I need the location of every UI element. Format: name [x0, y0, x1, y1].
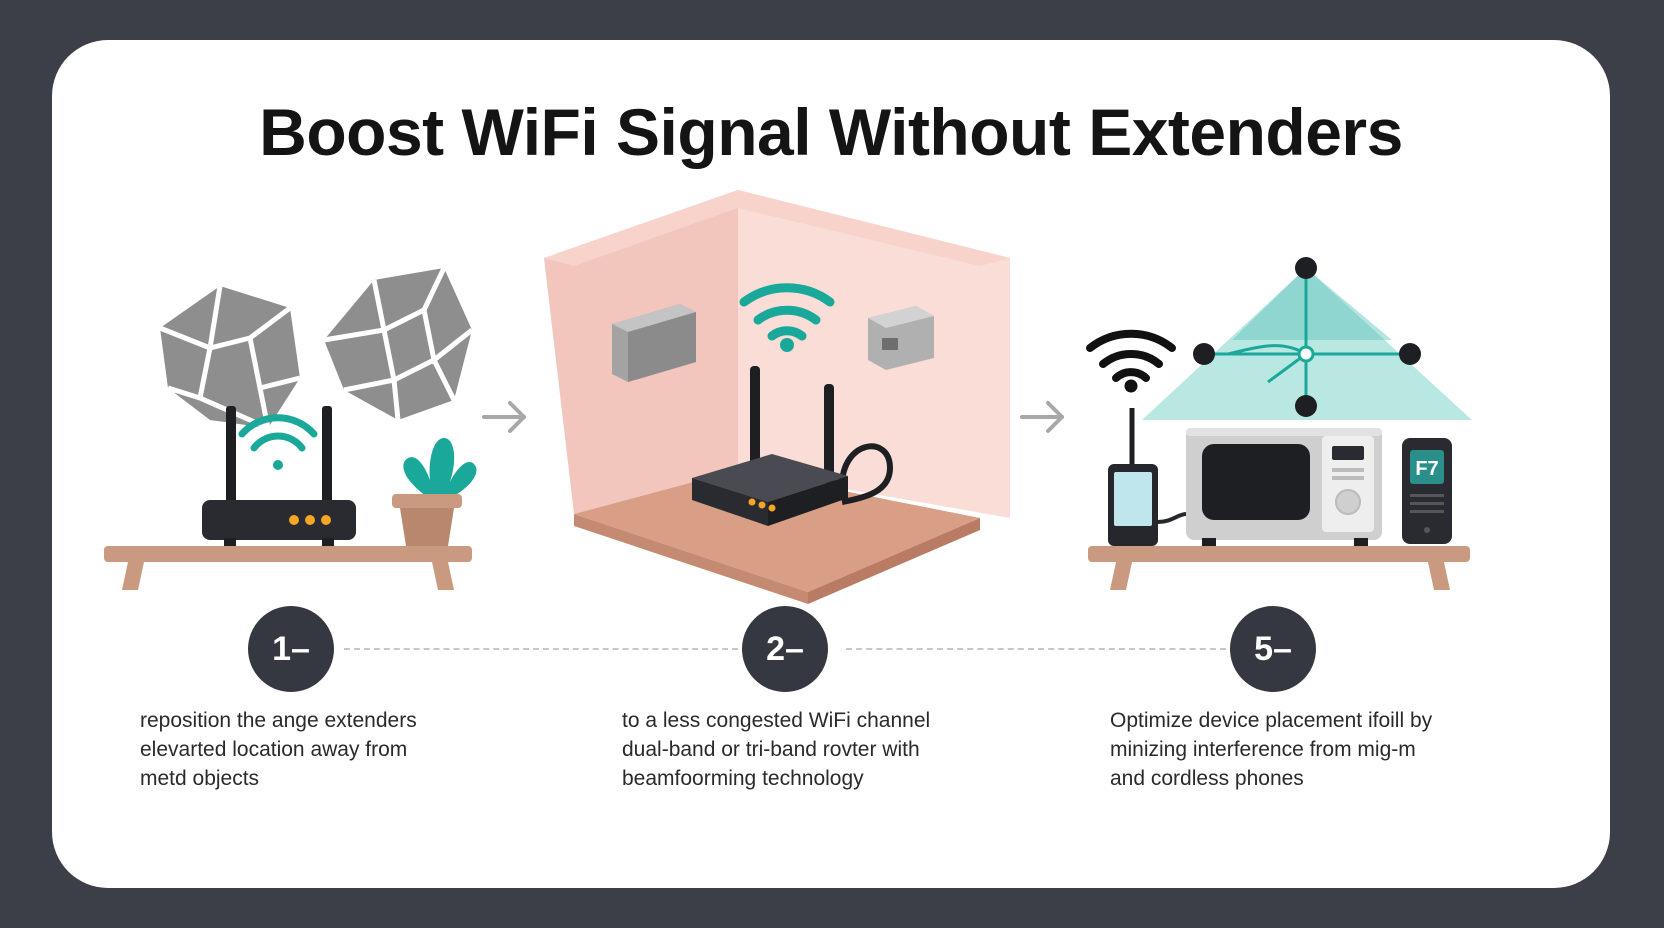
wifi-icon: [238, 414, 318, 470]
infographic-card: Boost WiFi Signal Without Extenders: [52, 40, 1610, 888]
panel-change-channel: [544, 190, 1010, 604]
step-2-badge: 2–: [742, 606, 828, 692]
wall-box-icon: [868, 306, 934, 370]
shelf-icon: [104, 546, 472, 590]
room-corner-icon: [544, 190, 1010, 604]
illustration-scene: F7: [104, 190, 1472, 604]
metal-obstacle-icon: [159, 285, 301, 431]
step-1-text: reposition the ange extenders elevarted …: [140, 709, 417, 790]
shelf-icon: [1088, 546, 1470, 590]
panel-reduce-interference: F7: [1086, 257, 1472, 590]
wifi-icon: [739, 283, 835, 352]
connector-line: [846, 648, 1226, 650]
microwave-icon: [1186, 428, 1382, 546]
plant-icon: [392, 438, 477, 546]
router-icon: [692, 366, 894, 526]
cordless-phone-icon: [1108, 464, 1187, 546]
metal-obstacle-icon: [323, 266, 474, 421]
router-icon: [202, 406, 356, 546]
arrow-right-icon: [1020, 401, 1064, 433]
network-nodes-icon: [1193, 257, 1421, 417]
step-2-text: to a less congested WiFi channel dual-ba…: [622, 709, 931, 790]
wall-box-icon: [612, 304, 696, 382]
connector-line: [344, 648, 738, 650]
smart-device-icon: F7: [1402, 438, 1452, 544]
step-1-badge: 1–: [248, 606, 334, 692]
step-3-badge: 5–: [1230, 606, 1316, 692]
device-screen-label: F7: [1415, 458, 1438, 480]
wifi-icon: [1086, 329, 1176, 393]
step-3-text: Optimize device placement ifoill by mini…: [1110, 709, 1433, 790]
panel-reposition-router: [104, 266, 477, 590]
arrow-right-icon: [482, 401, 526, 433]
page-title: Boost WiFi Signal Without Extenders: [259, 95, 1403, 169]
